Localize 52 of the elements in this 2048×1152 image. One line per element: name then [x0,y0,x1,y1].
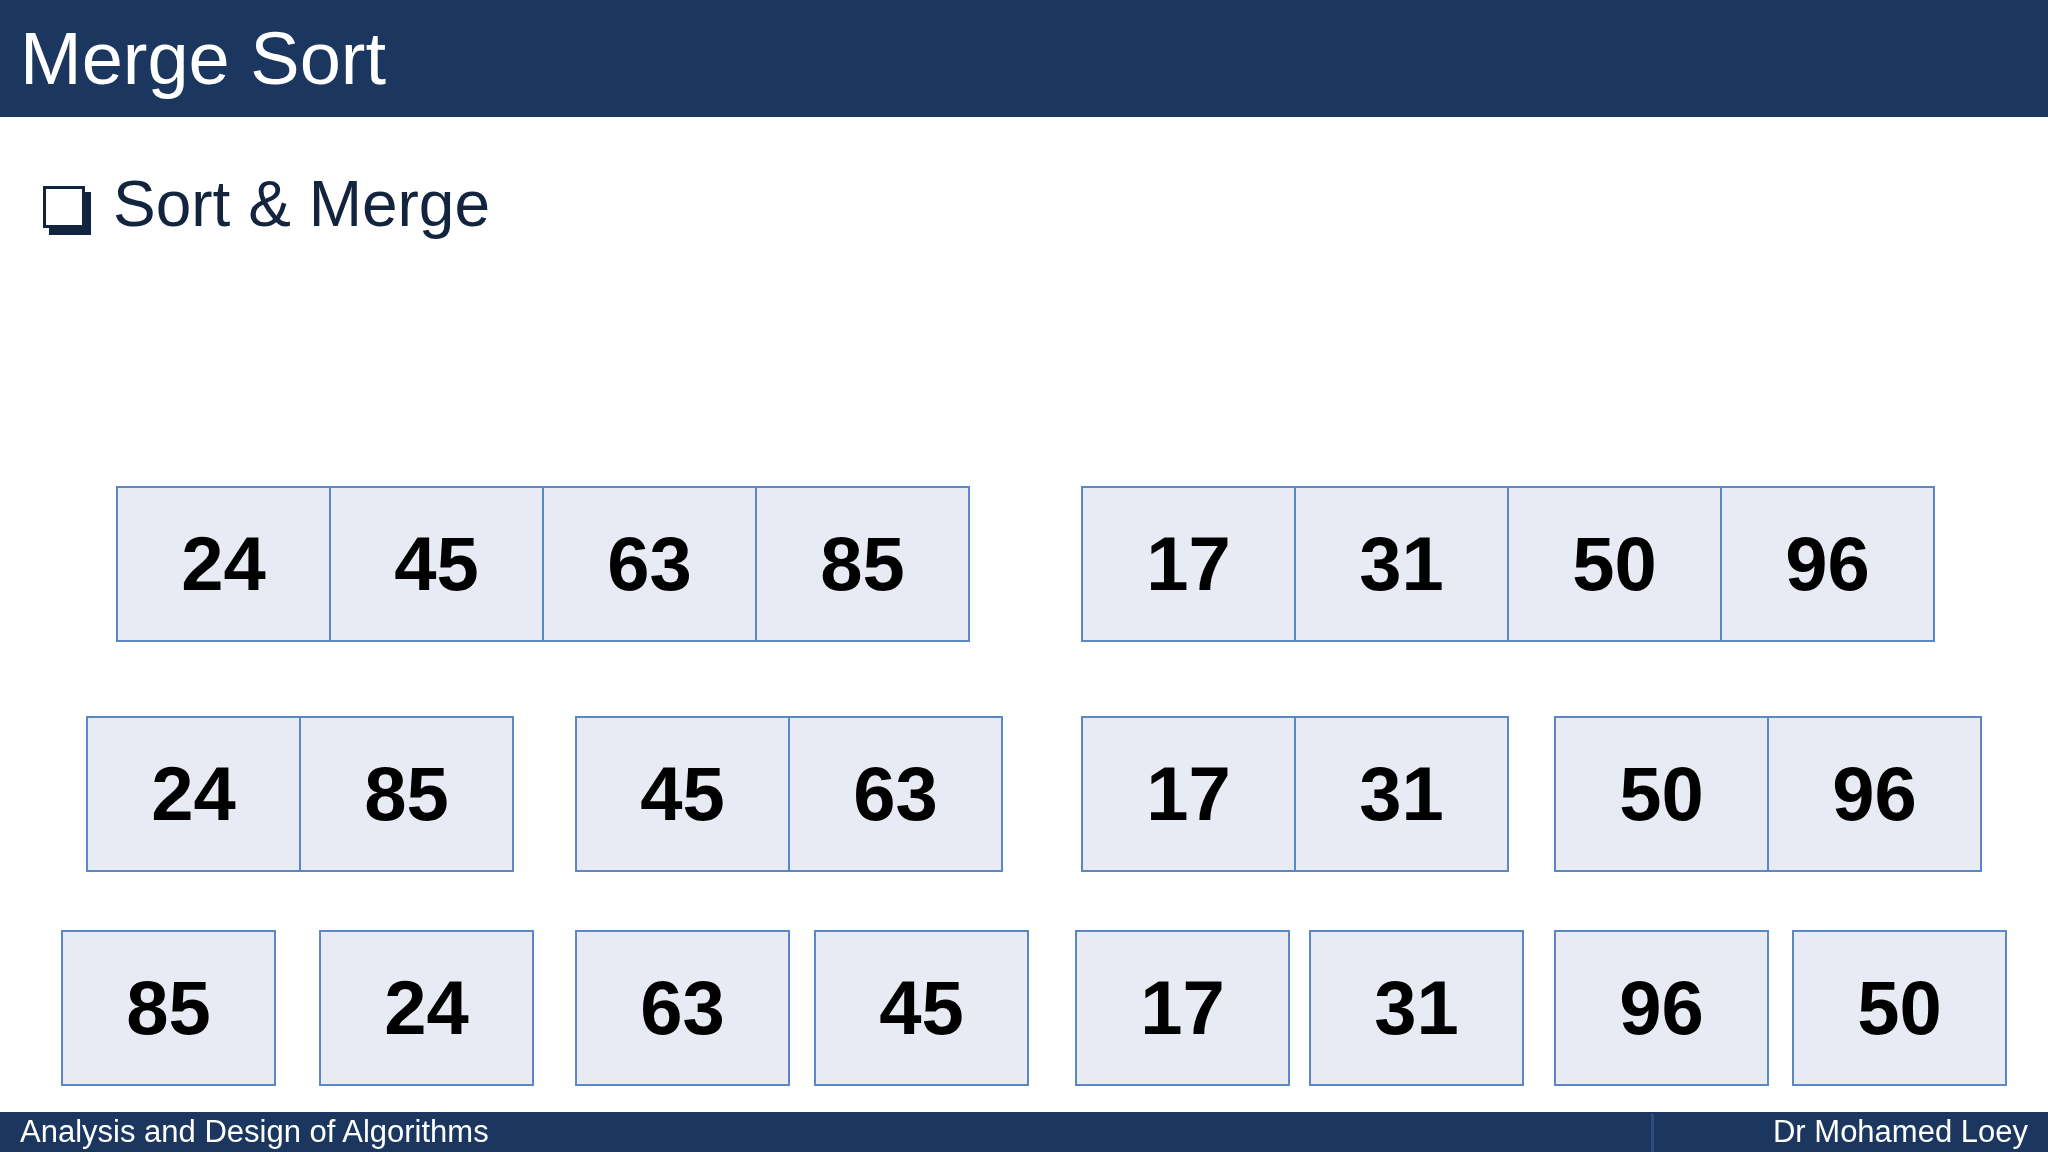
cell-value: 31 [1359,752,1444,836]
array-cell [1554,930,1769,1086]
cell-value: 85 [126,966,211,1050]
cell-value: 45 [879,966,964,1050]
cell-value: 17 [1146,522,1231,606]
cell-value: 63 [853,752,938,836]
array-cell [542,486,757,642]
array-cell [299,716,514,872]
array-cell [1507,486,1722,642]
array-cell [814,930,1029,1086]
cell-value: 63 [640,966,725,1050]
cell-value: 31 [1359,522,1444,606]
cell-value: 85 [820,522,905,606]
cell-value: 45 [640,752,725,836]
array-cell [1294,716,1509,872]
bullet-heading: Sort & Merge [113,168,491,242]
cell-value: 24 [384,966,469,1050]
cell-value: 17 [1146,752,1231,836]
array-cell [1075,930,1290,1086]
cell-value: 96 [1785,522,1870,606]
array-cell [788,716,1003,872]
array-cell [755,486,970,642]
cell-value: 50 [1572,522,1657,606]
array-cell [575,930,790,1086]
cell-value: 17 [1140,966,1225,1050]
array-cell [86,716,301,872]
array-cell [1294,486,1509,642]
cell-value: 24 [181,522,266,606]
course-title: Analysis and Design of Algorithms [20,1113,489,1151]
cell-value: 45 [394,522,479,606]
cell-value: 24 [151,752,236,836]
cell-value: 50 [1857,966,1942,1050]
array-cell [1767,716,1982,872]
cell-value: 85 [364,752,449,836]
array-cell [329,486,544,642]
array-cell [1720,486,1935,642]
array-cell [575,716,790,872]
slide-title: Merge Sort [20,15,387,102]
array-cell [1309,930,1524,1086]
array-cell [1081,486,1296,642]
array-cell [319,930,534,1086]
array-cell [61,930,276,1086]
cell-value: 96 [1832,752,1917,836]
cell-value: 31 [1374,966,1459,1050]
array-cell [1554,716,1769,872]
array-cell [1792,930,2007,1086]
cell-value: 50 [1619,752,1704,836]
array-cell [1081,716,1296,872]
cell-value: 96 [1619,966,1704,1050]
array-cell [116,486,331,642]
author-name: Dr Mohamed Loey [1773,1113,2028,1151]
cell-value: 63 [607,522,692,606]
